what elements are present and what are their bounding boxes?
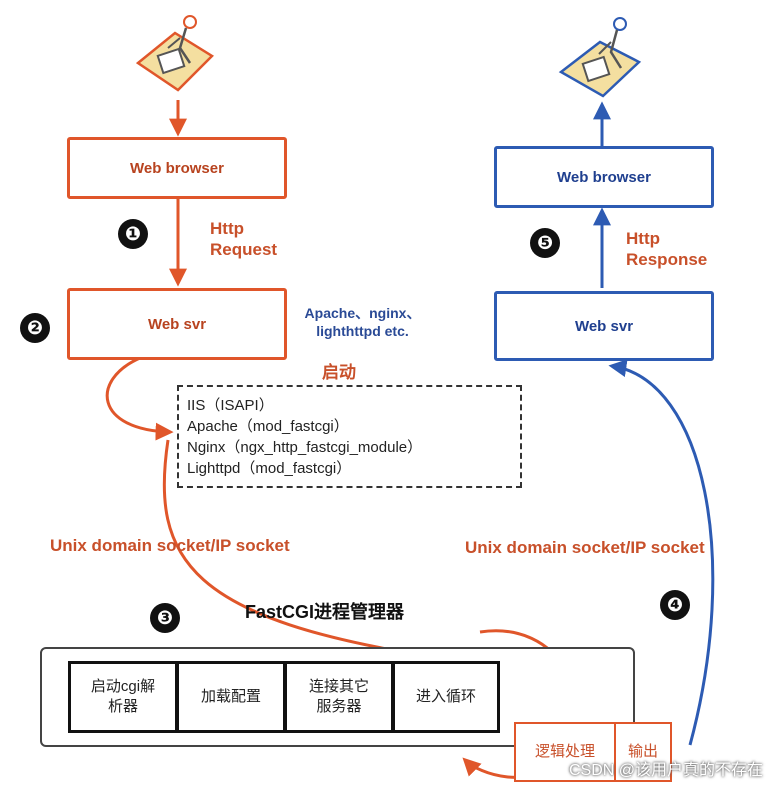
arrow-output-to-svr <box>608 359 715 746</box>
left-web-server-label: Web svr <box>147 315 207 333</box>
server-module-list: IIS（ISAPI） Apache（mod_fastcgi） Nginx（ngx… <box>177 385 522 488</box>
right-web-server-box: Web svr <box>494 291 714 361</box>
stage-start-cgi-parser: 启动cgi解 析器 <box>68 661 178 733</box>
arrow-svr-to-modules <box>105 356 174 441</box>
module-item: Apache（mod_fastcgi） <box>187 418 349 435</box>
right-web-server-label: Web svr <box>574 317 634 335</box>
left-web-browser-box: Web browser <box>67 137 287 199</box>
step-4-badge: ❹ <box>660 590 690 620</box>
stage-enter-loop: 进入循环 <box>392 661 500 733</box>
user-at-computer-icon <box>558 17 642 98</box>
right-socket-label: Unix domain socket/IP socket <box>465 538 705 557</box>
http-request-label: Http Request <box>210 219 278 260</box>
step-2-badge: ❷ <box>20 313 50 343</box>
step-3-badge: ❸ <box>150 603 180 633</box>
left-web-server-box: Web svr <box>67 288 287 360</box>
arrow-modules-to-loop <box>162 439 444 665</box>
stage-logic-processing: 逻辑处理 <box>514 722 616 782</box>
left-socket-label: Unix domain socket/IP socket <box>50 536 290 555</box>
user-at-computer-icon <box>135 15 214 92</box>
left-web-browser-label: Web browser <box>130 159 224 177</box>
servers-note: Apache、nginx、 lighthttpd etc. <box>304 305 421 340</box>
stage-connect-servers: 连接其它 服务器 <box>284 661 394 733</box>
stage-load-config: 加载配置 <box>176 661 286 733</box>
module-item: Nginx（ngx_http_fastcgi_module） <box>187 439 423 456</box>
http-response-label: Http Response <box>626 229 708 270</box>
right-web-browser-box: Web browser <box>494 146 714 208</box>
start-label: 启动 <box>322 363 356 382</box>
step-1-badge: ❶ <box>118 219 148 249</box>
module-item: IIS（ISAPI） <box>187 397 274 414</box>
right-web-browser-label: Web browser <box>557 168 651 186</box>
stage-output: 输出 <box>614 722 672 782</box>
watermark-text: CSDN @该用户真的不存在 <box>568 762 763 779</box>
module-item: Lighttpd（mod_fastcgi） <box>187 460 352 477</box>
fastcgi-title: FastCGI进程管理器 <box>245 602 405 622</box>
step-5-badge: ❺ <box>530 228 560 258</box>
